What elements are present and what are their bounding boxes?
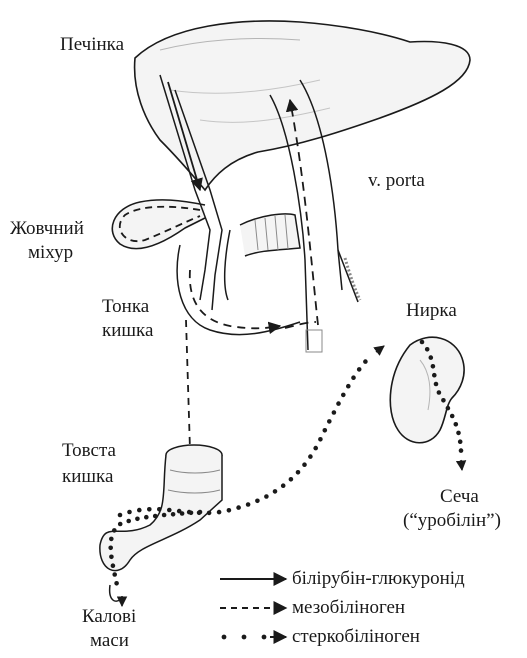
stercobilinogen-dot: [127, 510, 132, 515]
stercobilinogen-dot: [432, 373, 437, 378]
stercobilinogen-dot: [281, 483, 286, 488]
stercobilinogen-dot: [434, 382, 439, 387]
stercobilinogen-dot: [227, 508, 232, 513]
stercobilinogen-dot: [167, 508, 172, 513]
label-kidney: Нирка: [406, 300, 457, 322]
label-small-intestine-line1: Тонка: [102, 296, 149, 318]
stercobilinogen-dot: [363, 359, 368, 364]
stercobilinogen-dot: [144, 515, 149, 520]
stercobilinogen-dot: [114, 581, 119, 586]
stercobilinogen-dot: [454, 422, 459, 427]
gallbladder-shape: [112, 200, 205, 249]
label-small-intestine-line2: кишка: [102, 320, 153, 342]
label-portal-vein: v. porta: [368, 170, 425, 192]
label-liver: Печінка: [60, 34, 124, 56]
stercobilinogen-dot: [112, 572, 117, 577]
stercobilinogen-dot: [207, 511, 212, 516]
stercobilinogen-dot: [109, 537, 114, 542]
liver-shape: [135, 21, 470, 190]
stercobilinogen-dot: [431, 364, 436, 369]
stercobilinogen-dot: [118, 522, 123, 527]
small-intestine-shape: [177, 214, 300, 335]
stercobilinogen-dot: [217, 510, 222, 515]
stercobilinogen-dot: [341, 393, 346, 398]
stercobilinogen-dot: [157, 507, 162, 512]
stercobilinogen-dot: [429, 355, 434, 360]
stercobilinogen-dot: [446, 406, 451, 411]
stercobilinogen-dot: [112, 528, 117, 533]
label-gallbladder-line1: Жовчний: [10, 218, 84, 240]
label-feces-line2: маси: [90, 630, 129, 652]
mesobilinogen-path: [186, 320, 190, 450]
legend-key-dotted: [222, 635, 267, 640]
stercobilinogen-dot: [109, 555, 114, 560]
stercobilinogen-dot: [308, 454, 313, 459]
stercobilinogen-dot: [162, 513, 167, 518]
stercobilinogen-dot: [318, 437, 323, 442]
stercobilinogen-dot: [137, 508, 142, 513]
stercobilinogen-dot: [255, 499, 260, 504]
stercobilinogen-dot: [420, 340, 425, 345]
label-large-intestine-line2: кишка: [62, 466, 113, 488]
label-large-intestine-line1: Товста: [62, 440, 116, 462]
stercobilinogen-dot: [147, 507, 152, 512]
stercobilinogen-dot: [236, 505, 241, 510]
stercobilinogen-dot: [135, 517, 140, 522]
legend-keys: [220, 579, 286, 639]
stercobilinogen-dot: [441, 398, 446, 403]
stercobilinogen-dot: [459, 448, 464, 453]
label-urine-line1: Сеча: [440, 486, 479, 508]
stercobilinogen-dot: [332, 410, 337, 415]
stercobilinogen-dot: [336, 401, 341, 406]
legend-label-solid: білірубін-глюкуронід: [292, 568, 465, 590]
legend-label-dashed: мезобіліноген: [292, 597, 405, 619]
stercobilinogen-dot: [456, 431, 461, 436]
stercobilinogen-dot: [108, 546, 113, 551]
stercobilinogen-dot: [189, 511, 194, 516]
stercobilinogen-dot: [153, 514, 158, 519]
stercobilinogen-dot: [323, 428, 328, 433]
stercobilinogen-dot: [111, 563, 116, 568]
stercobilinogen-dot: [289, 477, 294, 482]
stercobilinogen-dot: [458, 439, 463, 444]
label-gallbladder-line2: міхур: [28, 242, 73, 264]
stercobilinogen-dot: [264, 494, 269, 499]
stercobilinogen-dot: [296, 470, 301, 475]
stercobilinogen-dot: [302, 462, 307, 467]
stercobilinogen-dot: [327, 419, 332, 424]
label-urine-line2: (“уробілін”): [403, 510, 501, 532]
label-feces-line1: Калові: [82, 606, 136, 628]
stercobilinogen-dot: [437, 390, 442, 395]
legend-label-dotted: стеркобіліноген: [292, 626, 420, 648]
kidney-shape: [390, 337, 464, 443]
stercobilinogen-dot: [246, 502, 251, 507]
stercobilinogen-dot: [171, 512, 176, 517]
stercobilinogen-dot: [313, 446, 318, 451]
stercobilinogen-dot: [273, 489, 278, 494]
stercobilinogen-dot: [126, 519, 131, 524]
stercobilinogen-dot: [118, 513, 123, 518]
stercobilinogen-dot: [357, 367, 362, 372]
stercobilinogen-dot: [450, 414, 455, 419]
stercobilinogen-dot: [180, 511, 185, 516]
stercobilinogen-dot: [198, 510, 203, 515]
stercobilinogen-dot: [425, 347, 430, 352]
stercobilinogen-dot: [346, 384, 351, 389]
stercobilinogen-dot: [351, 375, 356, 380]
